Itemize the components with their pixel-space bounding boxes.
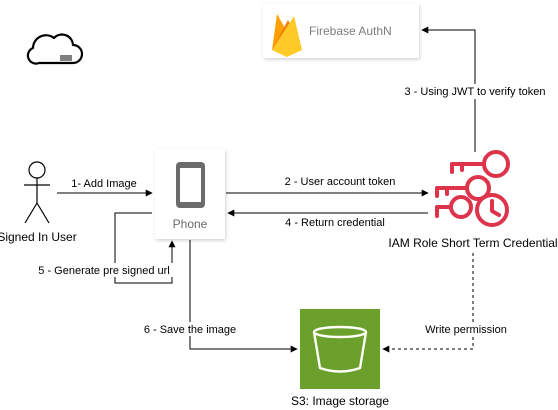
edge-verify-token: 3 - Using JWT to verify token [398,26,552,152]
iam-role-node[interactable]: IAM Role Short Term Credential [388,150,558,250]
s3-node[interactable]: S3: Image storage [291,309,389,408]
firebase-authn-node[interactable]: Firebase AuthN [263,4,419,58]
edge-add-image-label: 1- Add Image [71,178,136,190]
edge-save-image-label: 6 - Save the image [144,324,236,336]
s3-label: S3: Image storage [291,394,389,408]
edge-user-account-token: 2 - User account token [226,176,429,197]
edge-return-credential-label: 4 - Return credential [285,217,385,229]
smartphone-icon [176,162,205,208]
edge-save-image: 6 - Save the image [144,240,298,353]
edge-write-permission-label: Write permission [425,324,507,336]
edge-verify-token-label: 3 - Using JWT to verify token [404,86,545,98]
edge-presigned-url-label: 5 - Generate pre signed url [38,265,169,277]
edge-return-credential: 4 - Return credential [227,209,428,229]
s3-box [300,309,380,389]
phone-label: Phone [173,217,208,231]
user-stick-figure-icon [24,161,50,224]
user-label: Signed In User [0,230,77,244]
iam-label: IAM Role Short Term Credential [388,236,557,250]
phone-node[interactable]: Phone [155,149,225,239]
iam-keys-icon [435,150,510,227]
firebase-icon [272,14,302,57]
edge-write-permission: Write permission [382,253,512,353]
edge-presigned-url: 5 - Generate pre signed url [20,212,188,284]
edge-add-image: 1- Add Image [57,178,153,197]
edge-user-account-token-label: 2 - User account token [285,176,396,188]
signed-in-user-node[interactable]: Signed In User [0,161,77,244]
bucket-icon [312,325,368,373]
firebase-label: Firebase AuthN [309,24,392,38]
cloud-icon [26,33,84,65]
